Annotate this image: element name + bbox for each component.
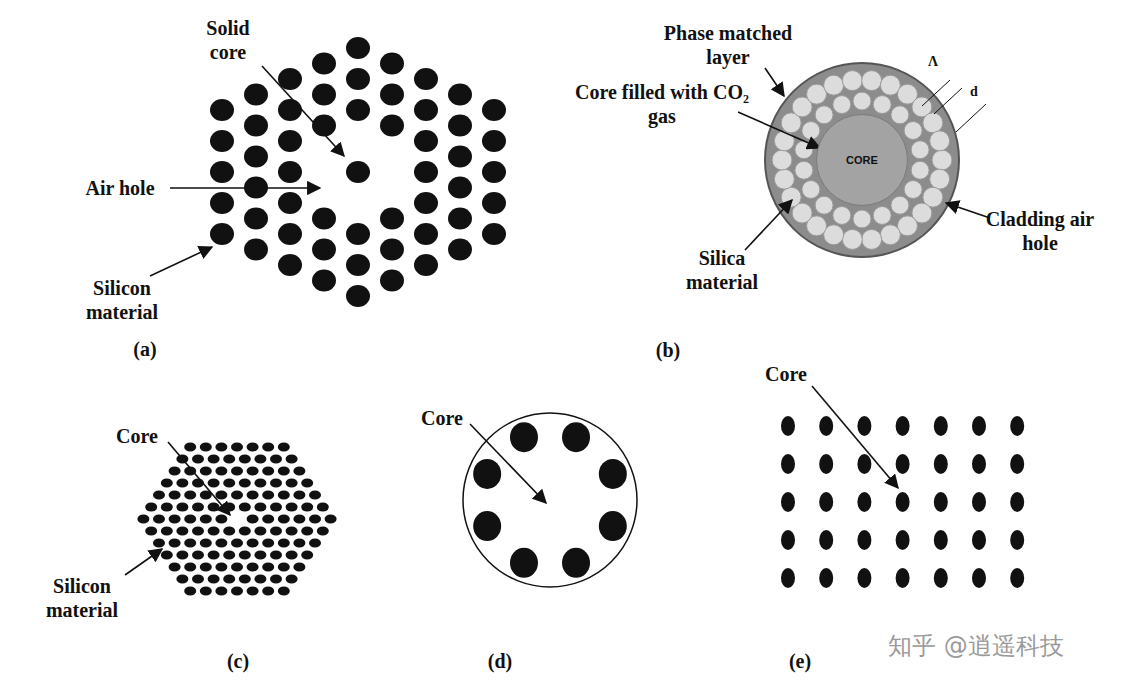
square-lattice-e <box>781 416 1024 588</box>
part-label: Cladding air hole <box>980 207 1100 255</box>
panel-letter: (b) <box>656 338 680 362</box>
part-label: Core <box>421 406 463 430</box>
part-label: Silicon material <box>32 574 132 622</box>
hex-lattice-c <box>137 443 336 596</box>
part-label: Phase matched layer <box>648 21 808 69</box>
part-label: Core filled with CO₂ gas <box>573 80 751 128</box>
panel-letter: (e) <box>789 649 811 673</box>
panel-letter: (a) <box>133 337 156 361</box>
part-label: Silica material <box>672 246 772 294</box>
hex-lattice-a <box>210 37 506 307</box>
ring-fiber-d <box>463 413 637 587</box>
part-label: Core <box>765 362 807 386</box>
panel-letter: (c) <box>227 649 249 673</box>
dimension-label: Λ <box>928 54 938 71</box>
core-disc: CORE <box>816 114 908 206</box>
part-label: Core <box>116 424 158 448</box>
part-label: Air hole <box>85 176 154 200</box>
leader-lines <box>125 66 990 575</box>
hollow-core-fiber <box>765 63 959 257</box>
dimension-label: d <box>970 84 978 101</box>
panel-letter: (d) <box>488 649 512 673</box>
core-label: CORE <box>846 154 878 166</box>
watermark: 知乎 @逍遥科技 <box>888 632 1064 661</box>
part-label: Solid core <box>193 16 263 64</box>
part-label: Silicon material <box>72 276 172 324</box>
